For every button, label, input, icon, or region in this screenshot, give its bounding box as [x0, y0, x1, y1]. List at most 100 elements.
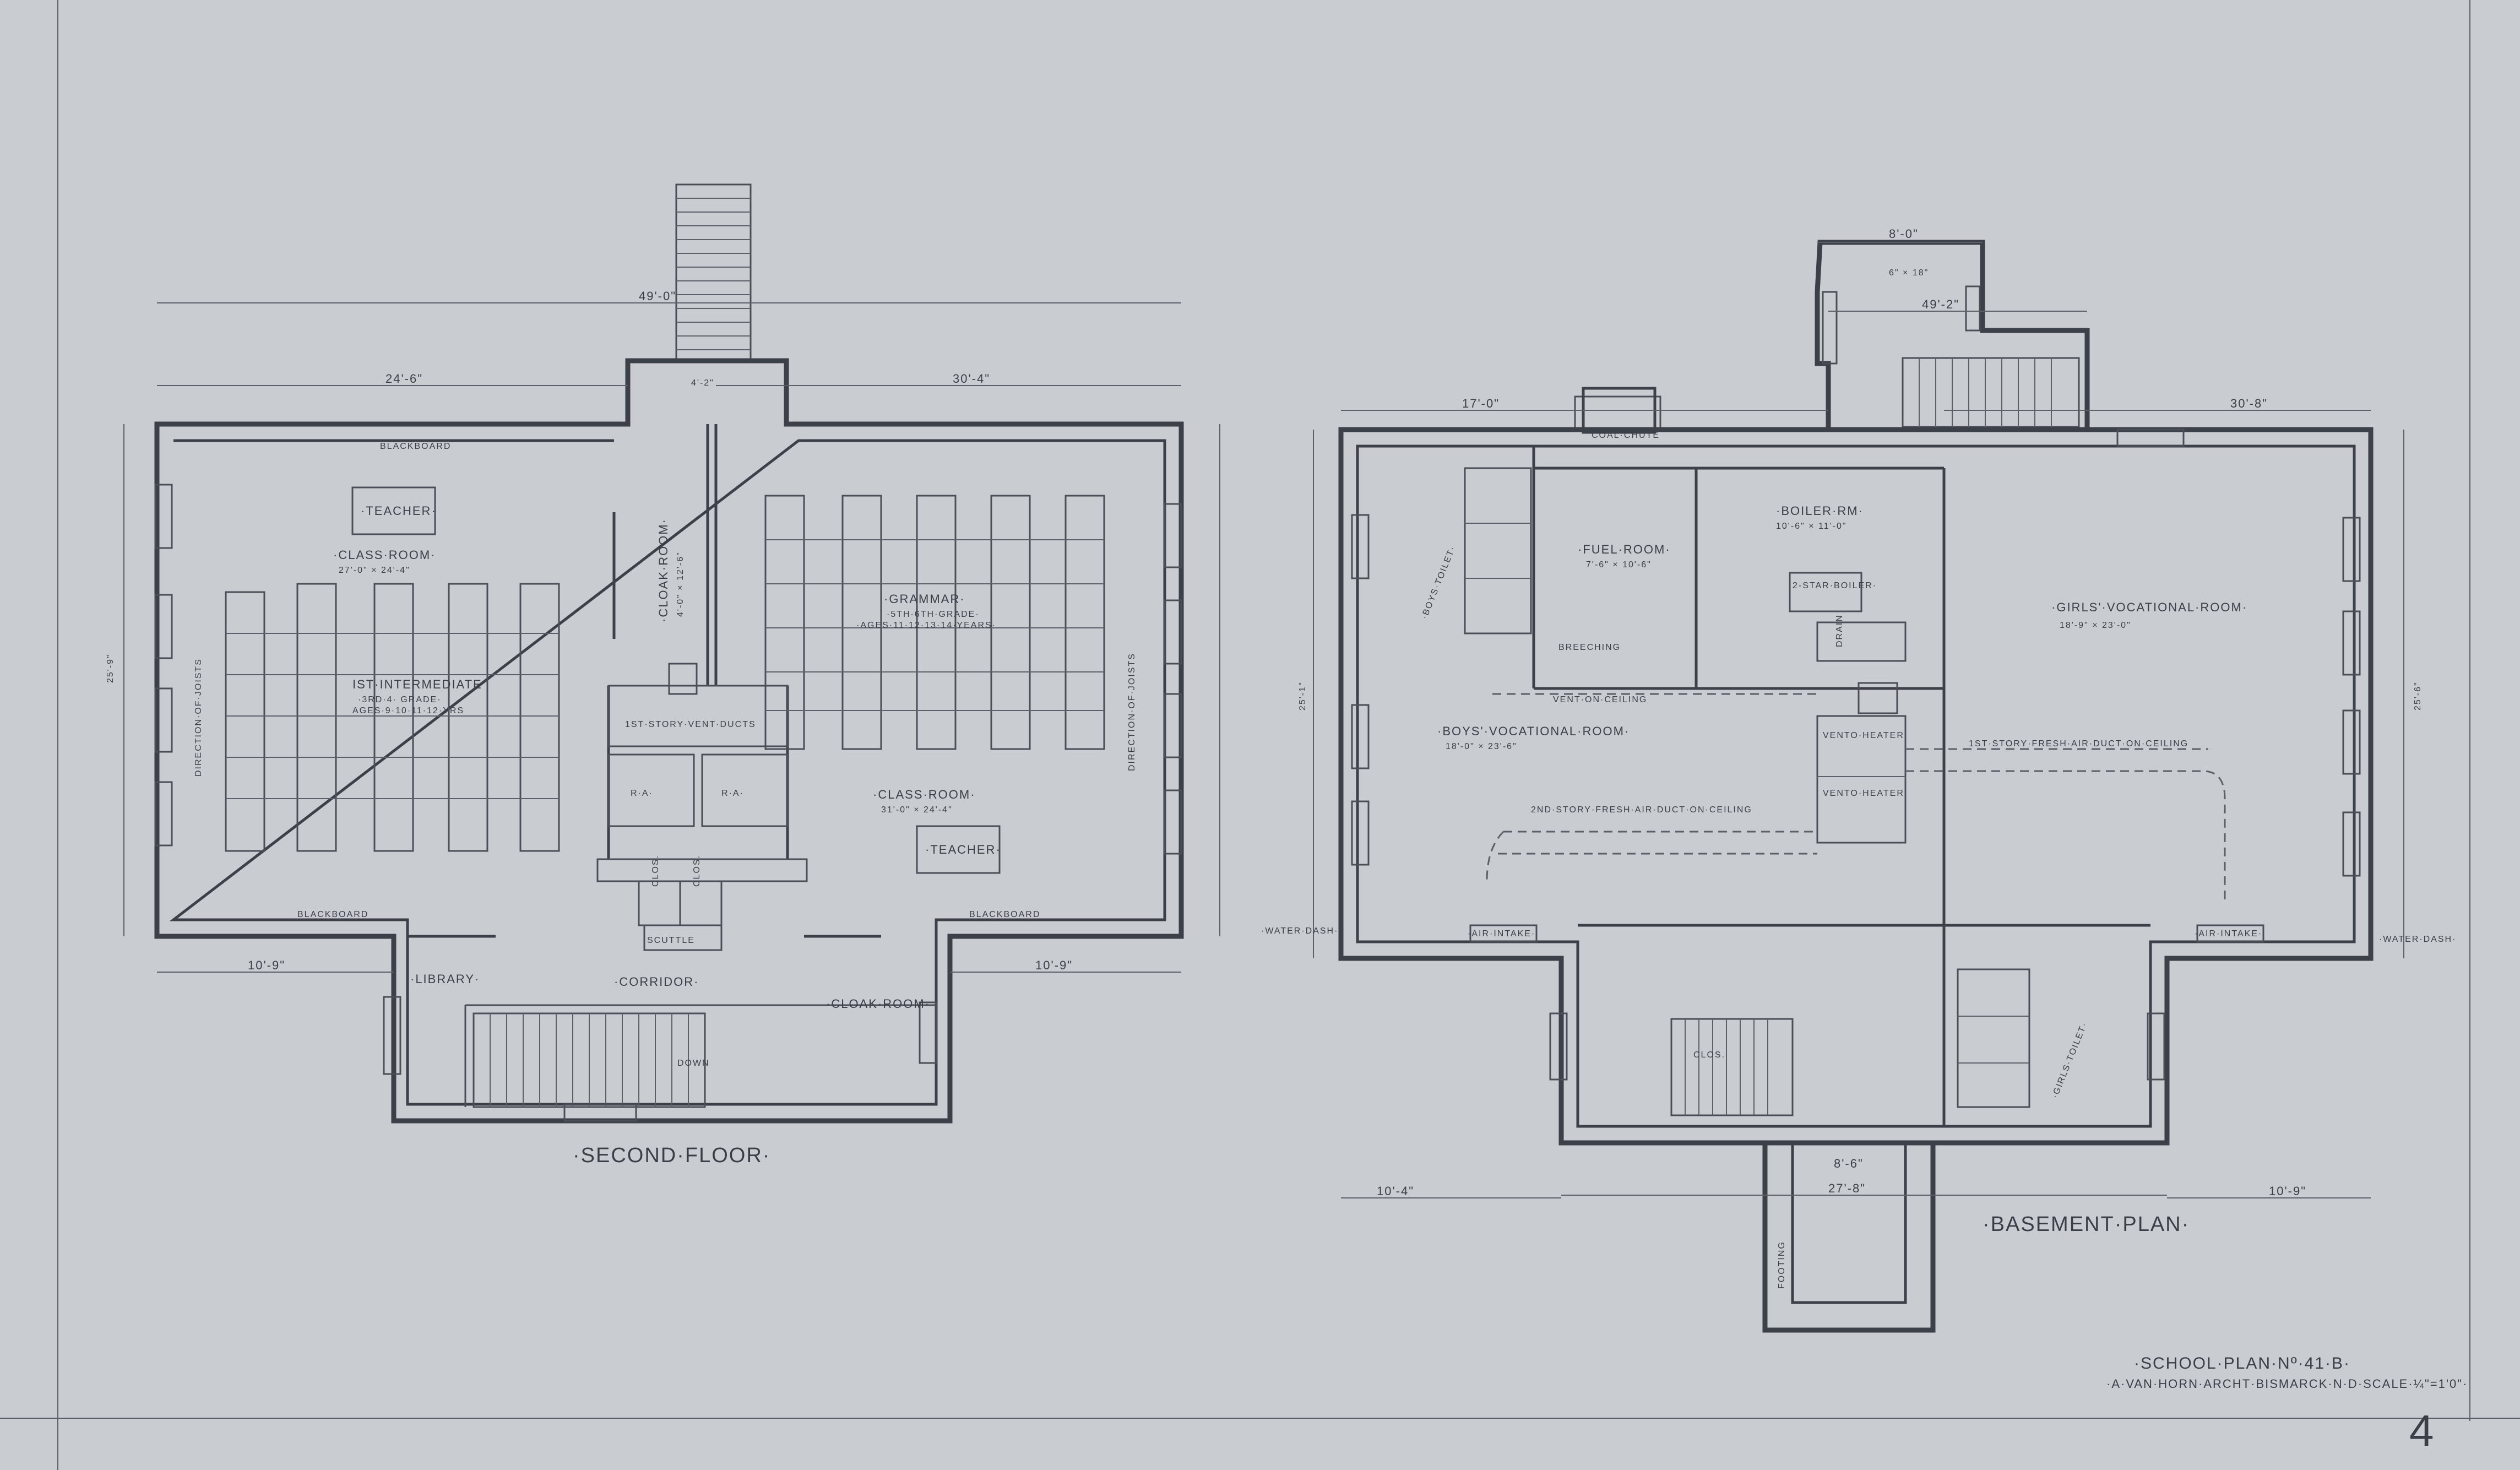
basement-ducts [1486, 693, 2226, 903]
room-down: DOWN [677, 1059, 710, 1068]
grammar-desks [764, 495, 1105, 874]
room-cloak-center-size: 4'-0" × 12'-6" [676, 551, 685, 617]
room-intermediate-note: ·3RD·4· GRADE· [358, 695, 442, 704]
room-vent-heater-2: VENTO·HEATER [1823, 789, 1904, 798]
room-intermediate-ages: AGES·9·10·11·12·YRS [352, 706, 464, 715]
dim-second-left: 24'-6" [385, 372, 423, 386]
basement-labels: 8'-0" 6" × 18" 49'-2" 17'-0" 30'-8" 10'-… [1261, 227, 2456, 1289]
room-classroom-left: ·CLASS·ROOM· [333, 548, 436, 562]
dim-second-bottom-right: 10'-9" [1035, 958, 1073, 972]
dim-basement-right: 30'-8" [2230, 397, 2268, 410]
basement-windows [1351, 428, 2361, 1081]
dim-basement-left: 17'-0" [1462, 397, 1500, 410]
second-floor-windows [154, 484, 1182, 1122]
room-clos-2: CLOS. [692, 855, 702, 887]
second-floor-outer-wall [154, 358, 1184, 1124]
room-grammar-note: ·5TH·6TH·GRADE· [887, 610, 980, 619]
room-grammar: ·GRAMMAR· [884, 592, 965, 606]
room-boys-vocational-size: 18'-0" × 23'-6" [1446, 742, 1517, 751]
room-drain: DRAIN [1835, 614, 1844, 647]
note-blackboard-top: BLACKBOARD [380, 442, 451, 451]
dim-basement-overall: 49'-2" [1922, 297, 1959, 311]
room-air-intake-right: ·AIR·INTAKE· [2195, 929, 2262, 939]
room-footing: FOOTING [1777, 1241, 1786, 1289]
room-girls-vocational: ·GIRLS'·VOCATIONAL·ROOM· [2051, 600, 2247, 614]
room-boiler-room: ·BOILER·RM· [1776, 504, 1864, 518]
room-fresh-air-2nd: 2ND·STORY·FRESH·AIR·DUCT·ON·CEILING [1531, 805, 1752, 815]
dim-basement-bottom-left: 10'-4" [1377, 1184, 1414, 1198]
note-blackboard-bottom-right: BLACKBOARD [969, 910, 1040, 919]
second-floor-partitions [408, 424, 881, 951]
room-library: ·LIBRARY· [410, 972, 480, 986]
dim-second-overall: 49'-0" [639, 289, 676, 303]
room-teacher-right: ·TEACHER· [925, 843, 1001, 856]
note-joists-right: DIRECTION·OF·JOISTS [1127, 653, 1137, 771]
dim-second-left-height: 25'-9" [106, 654, 115, 683]
room-ra-2: R·A· [721, 789, 744, 798]
note-joists-left: DIRECTION·OF·JOISTS [194, 658, 203, 777]
room-fresh-air-1st: 1ST·STORY·FRESH·AIR·DUCT·ON·CEILING [1969, 739, 2188, 748]
room-grammar-ages: ·AGES·11·12·13·14·YEARS· [856, 621, 996, 630]
room-classroom-right: ·CLASS·ROOM· [873, 788, 976, 801]
title-block: ·SCHOOL·PLAN·Nº·41·B· ·A·VAN·HORN·ARCHT·… [2106, 1354, 2468, 1455]
second-floor-label: ·SECOND·FLOOR· [573, 1144, 770, 1167]
basement-dimensions [1313, 242, 2404, 1198]
dim-basement-top-ext: 8'-0" [1889, 227, 1919, 241]
intermediate-desks [225, 486, 560, 852]
room-boiler-room-size: 10'-6" × 11'-0" [1776, 522, 1847, 531]
room-boiler-note: 2-STAR·BOILER· [1793, 581, 1877, 590]
room-boys-vocational: ·BOYS'·VOCATIONAL·ROOM· [1437, 724, 1630, 738]
second-floor-dimensions [123, 302, 1220, 973]
room-clos: CLOS. [1693, 1050, 1725, 1060]
basement-label: ·BASEMENT·PLAN· [1983, 1213, 2190, 1236]
room-water-dash-left: ·WATER·DASH· [1261, 926, 1338, 936]
room-intermediate: IST·INTERMEDIATE [352, 677, 482, 691]
room-scuttle: SCUTTLE [647, 936, 695, 945]
room-classroom-left-size: 27'-0" × 24'-4" [339, 566, 410, 575]
room-cloak-bottom: ·CLOAK·ROOM· [826, 997, 930, 1011]
note-blackboard-bottom-left: BLACKBOARD [297, 910, 368, 919]
room-cloak-center: ·CLOAK·ROOM· [656, 518, 670, 622]
room-vent-ducts: 1ST·STORY·VENT·DUCTS [625, 720, 756, 729]
dim-second-stair: 4'-2" [691, 378, 714, 388]
second-floor-plan: 49'-0" 24'-6" 30'-4" 4'-2" 10'-9" 10'-9"… [106, 183, 1220, 1167]
top-stair [675, 183, 752, 362]
dim-basement-bottom-mid: 27'-8" [1828, 1181, 1866, 1195]
sheet-number: 4 [2409, 1406, 2435, 1455]
dim-basement-bottom-mid2: 8'-6" [1834, 1157, 1864, 1170]
room-ra-1: R·A· [631, 789, 653, 798]
room-boys-toilet: ·BOYS·TOILET· [1420, 544, 1458, 620]
room-vent-on-ceiling: VENT·ON·CEILING [1553, 695, 1647, 704]
room-fuel-room: ·FUEL·ROOM· [1578, 543, 1671, 556]
room-water-dash-right: ·WATER·DASH· [2379, 935, 2456, 944]
room-classroom-right-size: 31'-0" × 24'-4" [881, 805, 953, 815]
room-girls-vocational-size: 18'-9" × 23'-0" [2060, 621, 2131, 630]
room-clos-1: CLOS. [651, 855, 660, 887]
room-fuel-room-size: 7'-6" × 10'-6" [1586, 560, 1652, 569]
room-air-intake-left: ·AIR·INTAKE· [1468, 929, 1535, 939]
room-corridor: ·CORRIDOR· [614, 975, 699, 989]
dim-second-right: 30'-4" [953, 372, 990, 386]
corridor-stair [464, 1004, 936, 1108]
basement-bottom-extension-inner [1791, 1143, 1907, 1304]
plan-title: ·SCHOOL·PLAN·Nº·41·B· [2134, 1354, 2350, 1373]
basement-entry-stair [1902, 357, 2080, 428]
room-coal-chute: COAL·CHUTE [1592, 431, 1660, 440]
room-vent-heater-1: VENTO·HEATER [1823, 731, 1904, 740]
basement-outer-wall [1338, 427, 2374, 1146]
room-breeching: BREECHING [1558, 643, 1621, 652]
dim-basement-right-height: 25'-6" [2413, 681, 2423, 710]
dim-basement-left-height: 25'-1" [1298, 681, 1307, 710]
basement-inner-wall [1356, 444, 2356, 1128]
dim-basement-bottom-right: 10'-9" [2269, 1184, 2306, 1198]
basement-plan: 8'-0" 6" × 18" 49'-2" 17'-0" 30'-8" 10'-… [1261, 227, 2456, 1333]
room-girls-toilet: ·GIRLS·TOILET· [2050, 1021, 2089, 1099]
room-teacher-left: ·TEACHER· [361, 504, 437, 518]
plan-subtitle: ·A·VAN·HORN·ARCHT·BISMARCK·N·D·SCALE·¼"=… [2106, 1377, 2468, 1391]
basement-bottom-extension [1762, 1143, 1936, 1333]
dim-second-bottom-left: 10'-9" [248, 958, 285, 972]
second-floor-labels: 49'-0" 24'-6" 30'-4" 4'-2" 10'-9" 10'-9"… [106, 289, 1137, 1167]
dim-basement-top-ext2: 6" × 18" [1889, 268, 1929, 278]
